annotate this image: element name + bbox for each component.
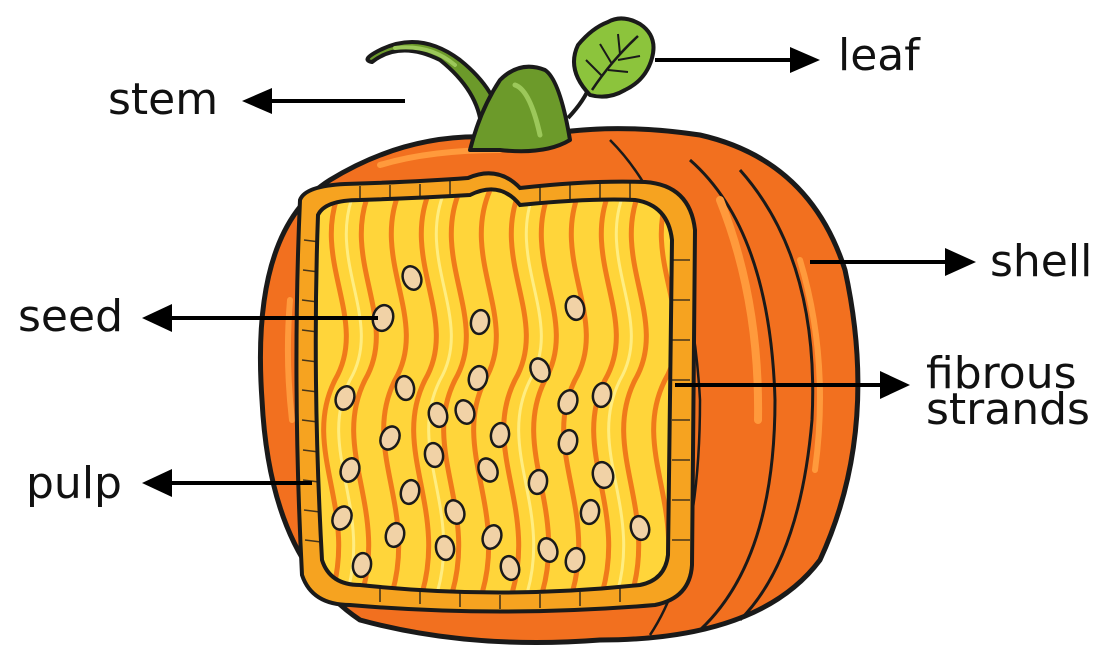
label-seed: seed	[18, 295, 123, 339]
label-leaf: leaf	[838, 34, 920, 78]
label-shell: shell	[990, 240, 1092, 284]
label-fibrous-strands: fibrous strands	[926, 356, 1090, 428]
leaf	[574, 18, 654, 96]
arrow-leaf	[655, 47, 820, 73]
label-fibrous-line2: strands	[926, 392, 1090, 428]
arrow-stem	[242, 88, 405, 114]
label-pulp: pulp	[26, 462, 122, 506]
label-stem: stem	[108, 78, 218, 122]
